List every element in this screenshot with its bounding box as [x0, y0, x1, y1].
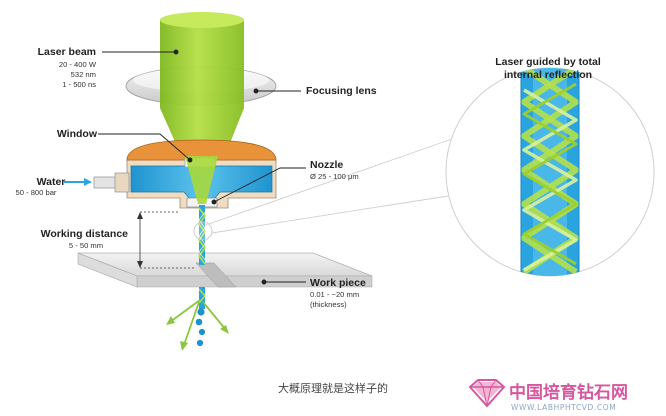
reflected-laser-paths [521, 68, 579, 275]
laser-beam-focus [185, 156, 218, 204]
work-piece-thickness-label: 0.01 - ~20 mm [310, 290, 359, 299]
magnified-inset [445, 67, 655, 277]
work-piece-note-label: (thickness) [310, 300, 347, 309]
watermark-text: 中国培育钻石网 [509, 382, 628, 403]
zoom-marker [193, 221, 213, 241]
nozzle-housing [93, 139, 277, 209]
water-inlet-arrow [64, 178, 92, 186]
focusing-lens-label: Focusing lens [306, 85, 377, 97]
laser-pulse-label: 1 - 500 ns [62, 80, 96, 89]
nozzle-label: Nozzle [310, 159, 343, 171]
water-jet [198, 205, 206, 309]
water-pressure-label: 50 - 800 bar [16, 188, 57, 197]
nozzle-diameter-label: Ø 25 - 100 μm [310, 172, 359, 181]
working-distance-range-label: 5 - 50 mm [69, 241, 103, 250]
work-piece [77, 252, 373, 288]
water-droplets [195, 308, 206, 347]
caption: 大概原理就是这样子的 [278, 381, 388, 395]
scattered-laser-arrows [166, 299, 229, 351]
laser-wavelength-label: 532 nm [71, 70, 96, 79]
inset-title-line1: Laser guided by total [495, 56, 601, 68]
diamond-logo-icon [468, 379, 506, 408]
laser-beam-label: Laser beam [38, 46, 96, 58]
leader-lines [98, 49, 453, 285]
window-label: Window [57, 128, 98, 140]
work-piece-label: Work piece [310, 277, 366, 289]
working-distance-dimension [137, 211, 196, 269]
inset-title-line2: internal reflection [504, 69, 592, 81]
watermark-url: WWW.LABHPHTCVD.COM [511, 403, 616, 412]
water-label: Water [37, 176, 66, 188]
watermark: 中国培育钻石网 WWW.LABHPHTCVD.COM [468, 379, 628, 412]
laser-power-label: 20 - 400 W [59, 60, 97, 69]
working-distance-label: Working distance [41, 228, 128, 240]
